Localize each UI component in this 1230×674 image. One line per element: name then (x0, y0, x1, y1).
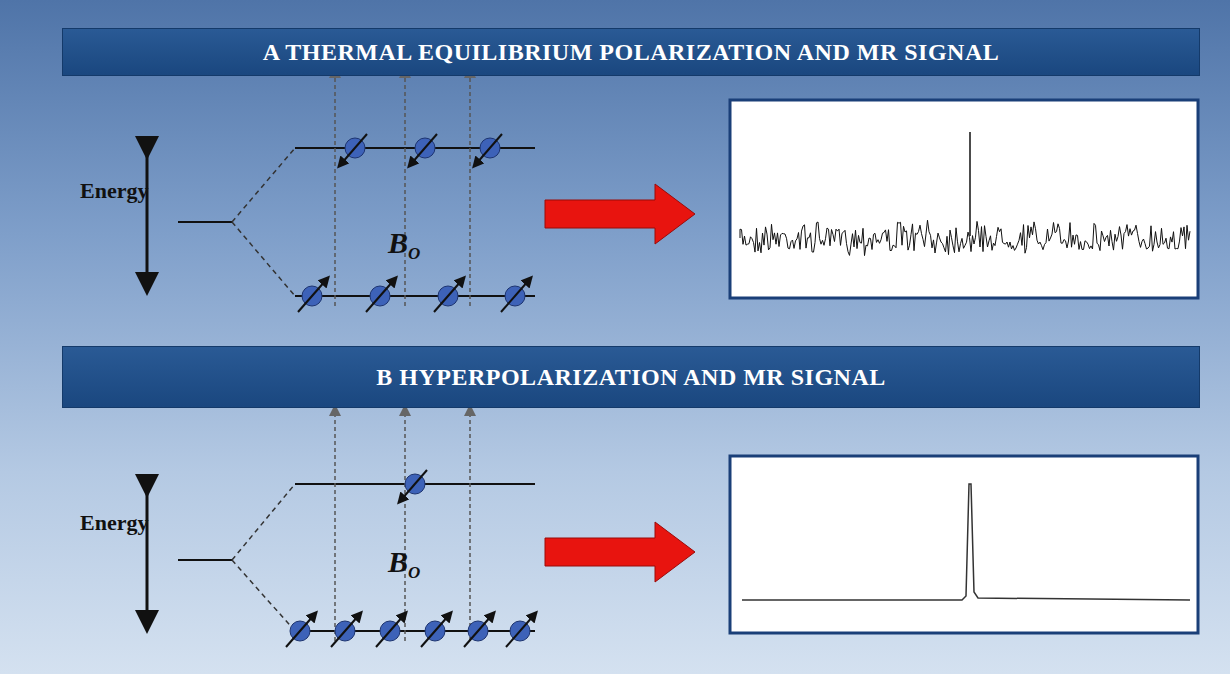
field-subscript: O (408, 244, 420, 264)
split-line (232, 148, 295, 222)
field-symbol: B (388, 226, 408, 260)
field-subscript: O (408, 563, 420, 583)
spin-arrow (331, 615, 359, 647)
panel-title: B HYPERPOLARIZATION AND MR SIGNAL (376, 364, 885, 391)
spin-arrow (286, 615, 314, 647)
split-line (232, 222, 295, 296)
field-line (469, 410, 471, 641)
spin-arrow (506, 615, 534, 647)
spin-arrow (421, 615, 449, 647)
split-line (232, 484, 295, 560)
spin-arrow (366, 280, 394, 312)
field-line (404, 72, 406, 306)
spectrum-box (730, 100, 1198, 298)
energy-arrow (146, 154, 149, 290)
panel-title: A THERMAL EQUILIBRIUM POLARIZATION AND M… (263, 39, 1000, 66)
field-line (334, 410, 336, 641)
axis-label: Energy (80, 510, 148, 536)
clean-spectrum (742, 484, 1190, 600)
title-band: B HYPERPOLARIZATION AND MR SIGNAL (62, 346, 1200, 408)
noisy-spectrum (740, 220, 1190, 255)
spin-arrow (401, 470, 427, 500)
field-line (404, 410, 406, 641)
field-symbol: B (388, 545, 408, 579)
split-line (232, 560, 295, 631)
title-band: A THERMAL EQUILIBRIUM POLARIZATION AND M… (62, 28, 1200, 76)
spectrum-box (730, 456, 1198, 633)
level-line (178, 559, 232, 561)
field-line (469, 72, 471, 306)
red-arrow (545, 522, 695, 582)
spin-arrow (376, 615, 404, 647)
red-arrow (545, 184, 695, 244)
spin-arrow (476, 134, 502, 164)
level-line (178, 221, 232, 223)
peak (969, 132, 971, 236)
field-line (334, 72, 336, 306)
spin-arrow (341, 134, 367, 164)
level-line (295, 295, 535, 297)
spin-arrow (464, 615, 492, 647)
level-line (295, 630, 535, 632)
spin-arrow (298, 280, 326, 312)
axis-label: Energy (80, 178, 148, 204)
spin-arrow (434, 280, 462, 312)
spin-arrow (411, 134, 437, 164)
spin-arrow (501, 280, 529, 312)
